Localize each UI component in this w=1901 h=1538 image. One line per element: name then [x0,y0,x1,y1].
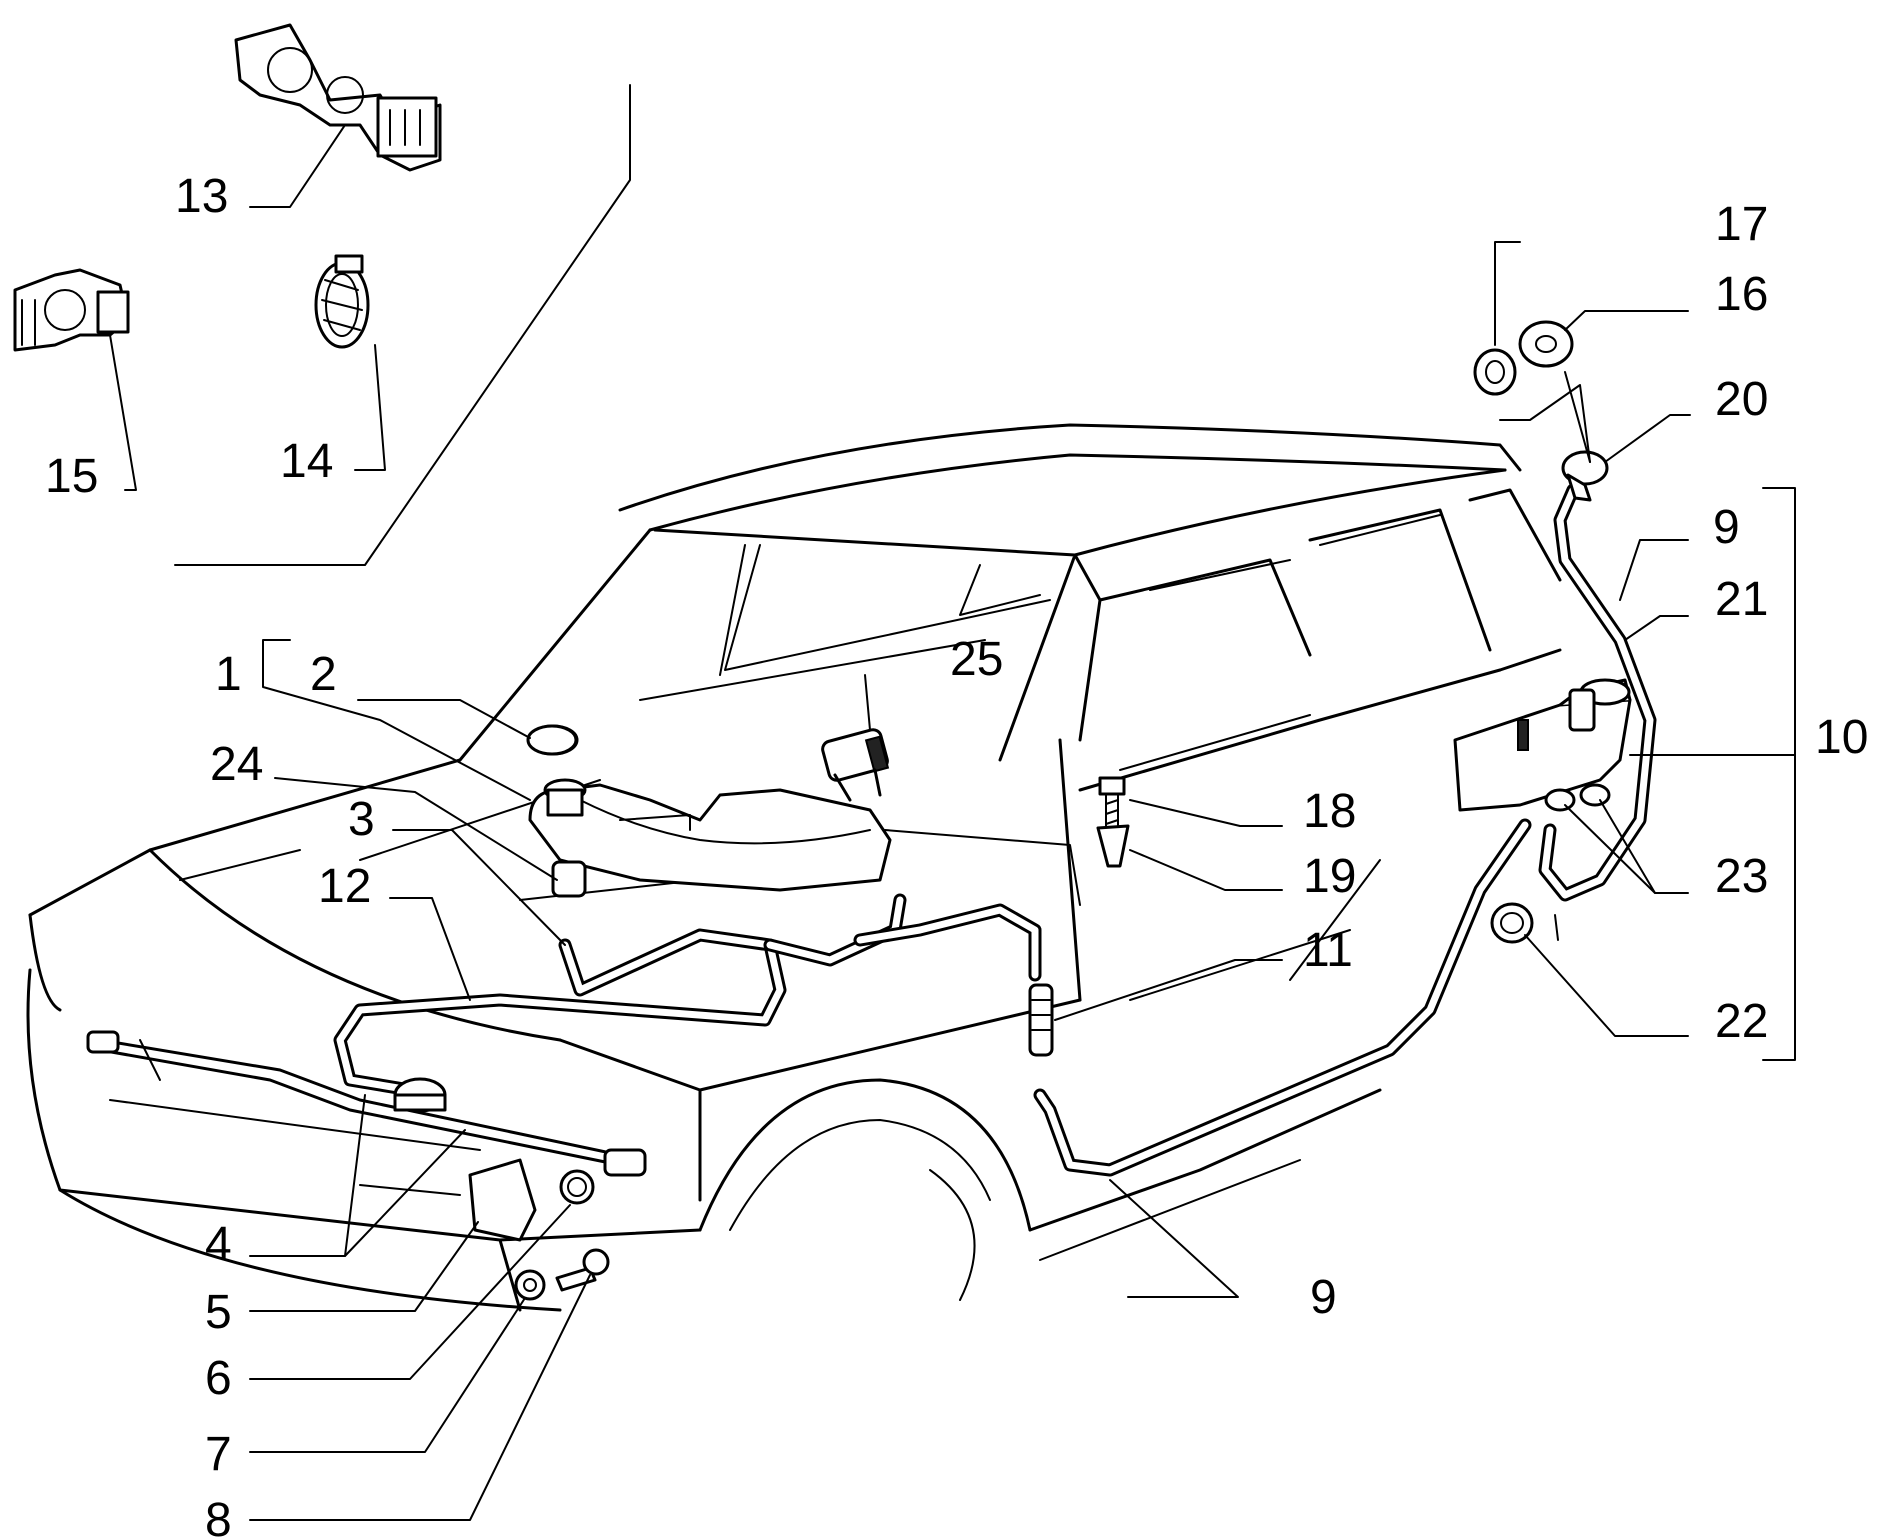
rear-hoses [1033,483,1657,1177]
label-9-top: 9 [1713,501,1740,554]
label-22: 22 [1715,995,1768,1048]
label-7: 7 [205,1428,232,1481]
label-15: 15 [45,450,98,503]
label-13: 13 [175,170,228,223]
label-10: 10 [1815,711,1868,764]
label-20: 20 [1715,373,1768,426]
label-25: 25 [950,633,1003,686]
label-6: 6 [205,1352,232,1405]
label-3: 3 [348,793,375,846]
label-19: 19 [1303,850,1356,903]
label-18: 18 [1303,785,1356,838]
label-21: 21 [1715,573,1768,626]
label-16: 16 [1715,268,1768,321]
label-8: 8 [205,1494,232,1538]
small-parts [13,23,1609,1301]
label-14: 14 [280,435,333,488]
label-11: 11 [1303,924,1353,977]
label-4: 4 [205,1218,232,1271]
leader-lines [109,124,1796,1521]
label-24: 24 [210,738,263,791]
label-9-bottom: 9 [1310,1271,1337,1324]
label-17: 17 [1715,198,1768,251]
front-hoses [86,860,1054,1177]
callout-labels: 1 2 24 3 12 4 5 6 7 8 9 11 18 19 25 13 1… [45,170,1868,1538]
label-2: 2 [310,648,337,701]
label-23: 23 [1715,850,1768,903]
pump-25 [821,728,890,802]
label-5: 5 [205,1286,232,1339]
label-1: 1 [215,648,242,701]
car-body [26,84,1562,1312]
label-12: 12 [318,860,371,913]
rear-reservoir [1453,678,1632,812]
